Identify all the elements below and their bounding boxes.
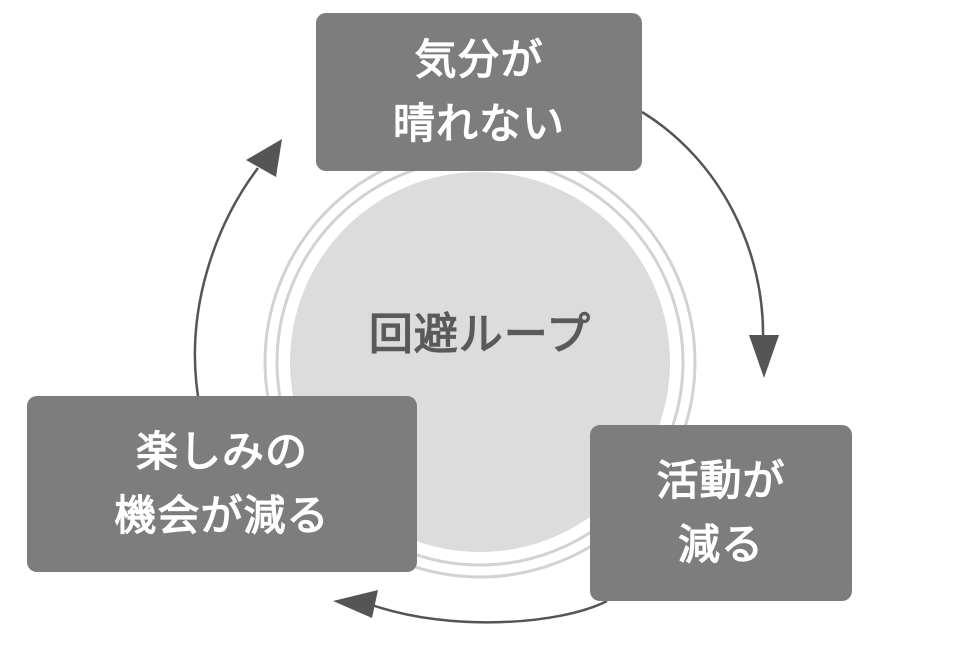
node-mood-line-2: 晴れない — [392, 99, 565, 148]
node-mood-line-1: 気分が — [414, 35, 544, 84]
node-mood-not-lifted: 気分が 晴れない — [316, 13, 642, 171]
node-activity-line-2: 減る — [677, 520, 764, 569]
node-enjoyment-decreases: 楽しみの 機会が減る — [27, 396, 417, 572]
arrow-right-to-left-head — [333, 590, 378, 618]
arrow-top-to-right-head — [749, 335, 779, 378]
arrow-left-to-top-path — [193, 167, 259, 397]
arrow-top-to-right-path — [641, 110, 765, 341]
node-enjoyment-line-2: 機会が減る — [114, 491, 330, 540]
node-enjoyment-line-1: 楽しみの — [135, 427, 308, 476]
node-activity-decreases: 活動が 減る — [590, 425, 852, 601]
node-activity-line-1: 活動が — [656, 456, 786, 505]
arrow-left-to-top-head — [246, 139, 282, 177]
arrow-right-to-left-path — [371, 599, 608, 624]
center-label: 回避ループ — [368, 309, 592, 360]
